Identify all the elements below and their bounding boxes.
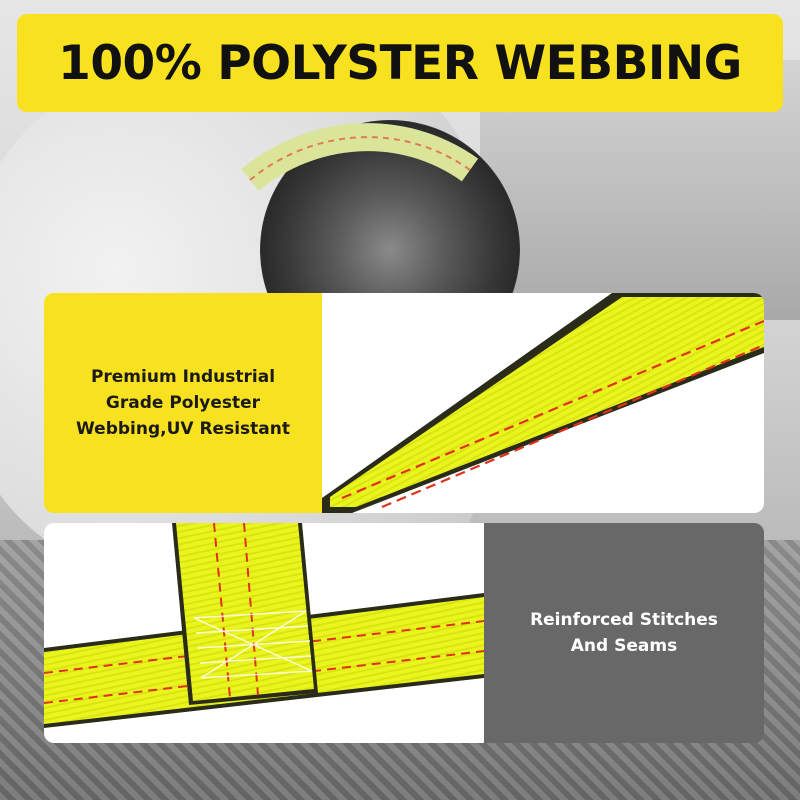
feature-line: And Seams [570,636,678,656]
feature-text-cell: Premium Industrial Grade Polyester Webbi… [44,293,322,513]
polyester-webbing-strap-icon [322,293,764,513]
wheel-strap [241,123,479,191]
feature-panel-reinforced-stitches: Reinforced Stitches And Seams [44,523,764,743]
stitch-photo [44,523,484,743]
webbing-photo [322,293,764,513]
feature-line: Grade Polyester [105,393,261,413]
feature-description: Premium Industrial Grade Polyester Webbi… [76,364,290,442]
stitched-seam-strap-icon [44,523,484,728]
feature-text-cell: Reinforced Stitches And Seams [484,523,764,743]
feature-description: Reinforced Stitches And Seams [530,607,718,659]
page-title: 100% POLYSTER WEBBING [58,35,742,91]
feature-line: Reinforced Stitches [530,610,718,630]
feature-line: Premium Industrial [90,367,276,387]
title-banner: 100% POLYSTER WEBBING [17,14,783,112]
feature-line: Webbing,UV Resistant [76,419,290,439]
feature-panel-uv-resistant: Premium Industrial Grade Polyester Webbi… [44,293,764,513]
